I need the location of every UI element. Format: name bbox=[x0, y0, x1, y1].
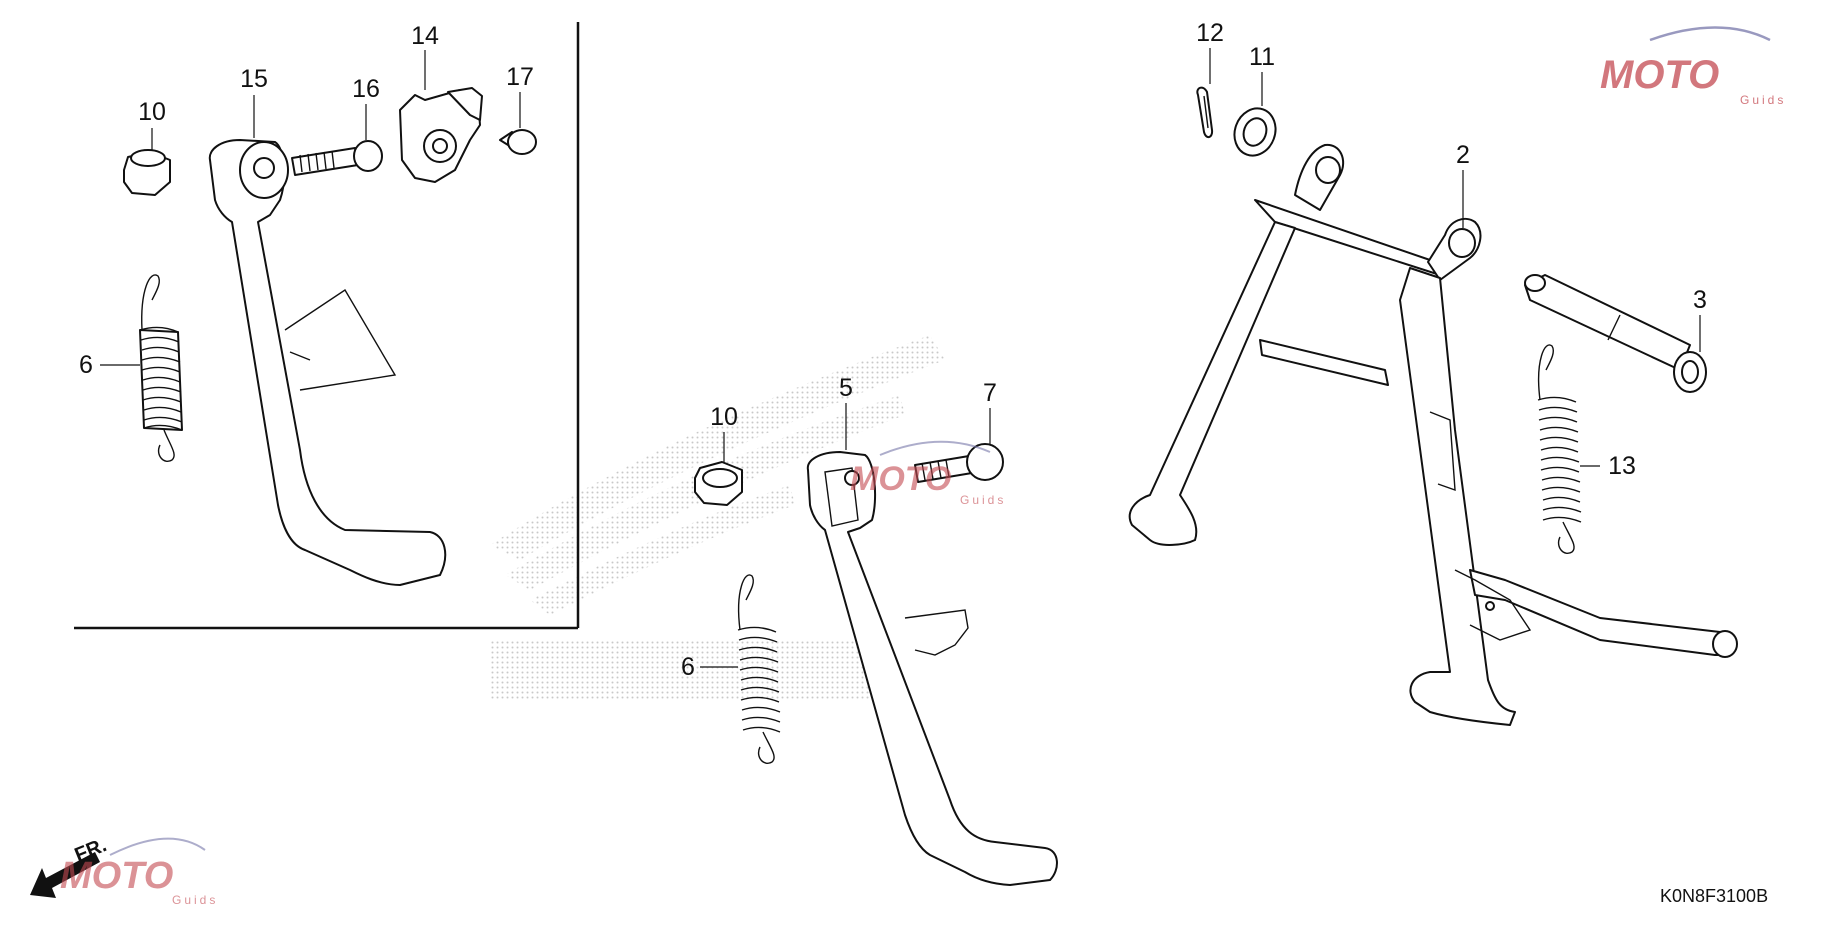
callout-right-13: 13 bbox=[1608, 452, 1636, 480]
watermark-logo-top-right: MOTO Guids bbox=[1600, 26, 1786, 107]
callout-labels: 10 15 14 16 17 6 10 5 7 6 12 11 2 3 13 bbox=[79, 19, 1707, 681]
left-nut-part[interactable] bbox=[123, 149, 171, 196]
center-side-stand-part[interactable] bbox=[806, 451, 1058, 886]
svg-text:Guids: Guids bbox=[960, 493, 1006, 507]
callout-left-16: 16 bbox=[352, 75, 380, 103]
callout-left-6: 6 bbox=[79, 351, 93, 379]
left-panel-frame bbox=[74, 22, 580, 630]
left-bolt-part[interactable] bbox=[291, 140, 383, 176]
callout-right-11: 11 bbox=[1249, 43, 1275, 71]
right-washer-part[interactable] bbox=[1228, 103, 1282, 162]
right-main-stand-part[interactable] bbox=[1128, 143, 1738, 726]
center-spring-part[interactable] bbox=[737, 574, 781, 764]
callout-left-17: 17 bbox=[506, 63, 534, 91]
callout-left-15: 15 bbox=[240, 65, 268, 93]
svg-text:Guids: Guids bbox=[1740, 93, 1786, 107]
left-small-screw-part[interactable] bbox=[499, 129, 537, 155]
left-side-stand-part[interactable] bbox=[208, 139, 447, 586]
left-switch-part[interactable] bbox=[399, 87, 483, 183]
callout-right-2: 2 bbox=[1456, 141, 1470, 169]
right-spring-part[interactable] bbox=[1537, 344, 1582, 554]
watermark-logo-bottom-left: MOTO Guids bbox=[60, 837, 218, 907]
svg-text:MOTO: MOTO bbox=[850, 460, 951, 498]
center-bolt-part[interactable] bbox=[914, 443, 1004, 483]
callout-center-7: 7 bbox=[983, 379, 997, 407]
svg-text:MOTO: MOTO bbox=[60, 855, 173, 897]
left-spring-part[interactable] bbox=[139, 274, 183, 462]
svg-text:MOTO: MOTO bbox=[1600, 53, 1719, 97]
front-arrow-icon bbox=[30, 852, 100, 898]
callout-center-10: 10 bbox=[710, 403, 738, 431]
callout-left-10: 10 bbox=[138, 98, 166, 126]
callout-center-5: 5 bbox=[839, 374, 853, 402]
callout-right-12: 12 bbox=[1196, 19, 1224, 47]
callout-leaders bbox=[100, 48, 1701, 668]
callout-center-6: 6 bbox=[681, 653, 695, 681]
callout-left-14: 14 bbox=[411, 22, 439, 50]
right-pivot-pin-part[interactable] bbox=[1524, 274, 1707, 393]
diagram-code: K0N8F3100B bbox=[1660, 886, 1768, 906]
watermark-logo-center: MOTO Guids bbox=[850, 440, 1006, 507]
center-nut-part[interactable] bbox=[694, 461, 743, 506]
svg-text:Guids: Guids bbox=[172, 893, 218, 907]
callout-right-3: 3 bbox=[1693, 286, 1707, 314]
right-cotter-pin-part[interactable] bbox=[1196, 86, 1214, 138]
